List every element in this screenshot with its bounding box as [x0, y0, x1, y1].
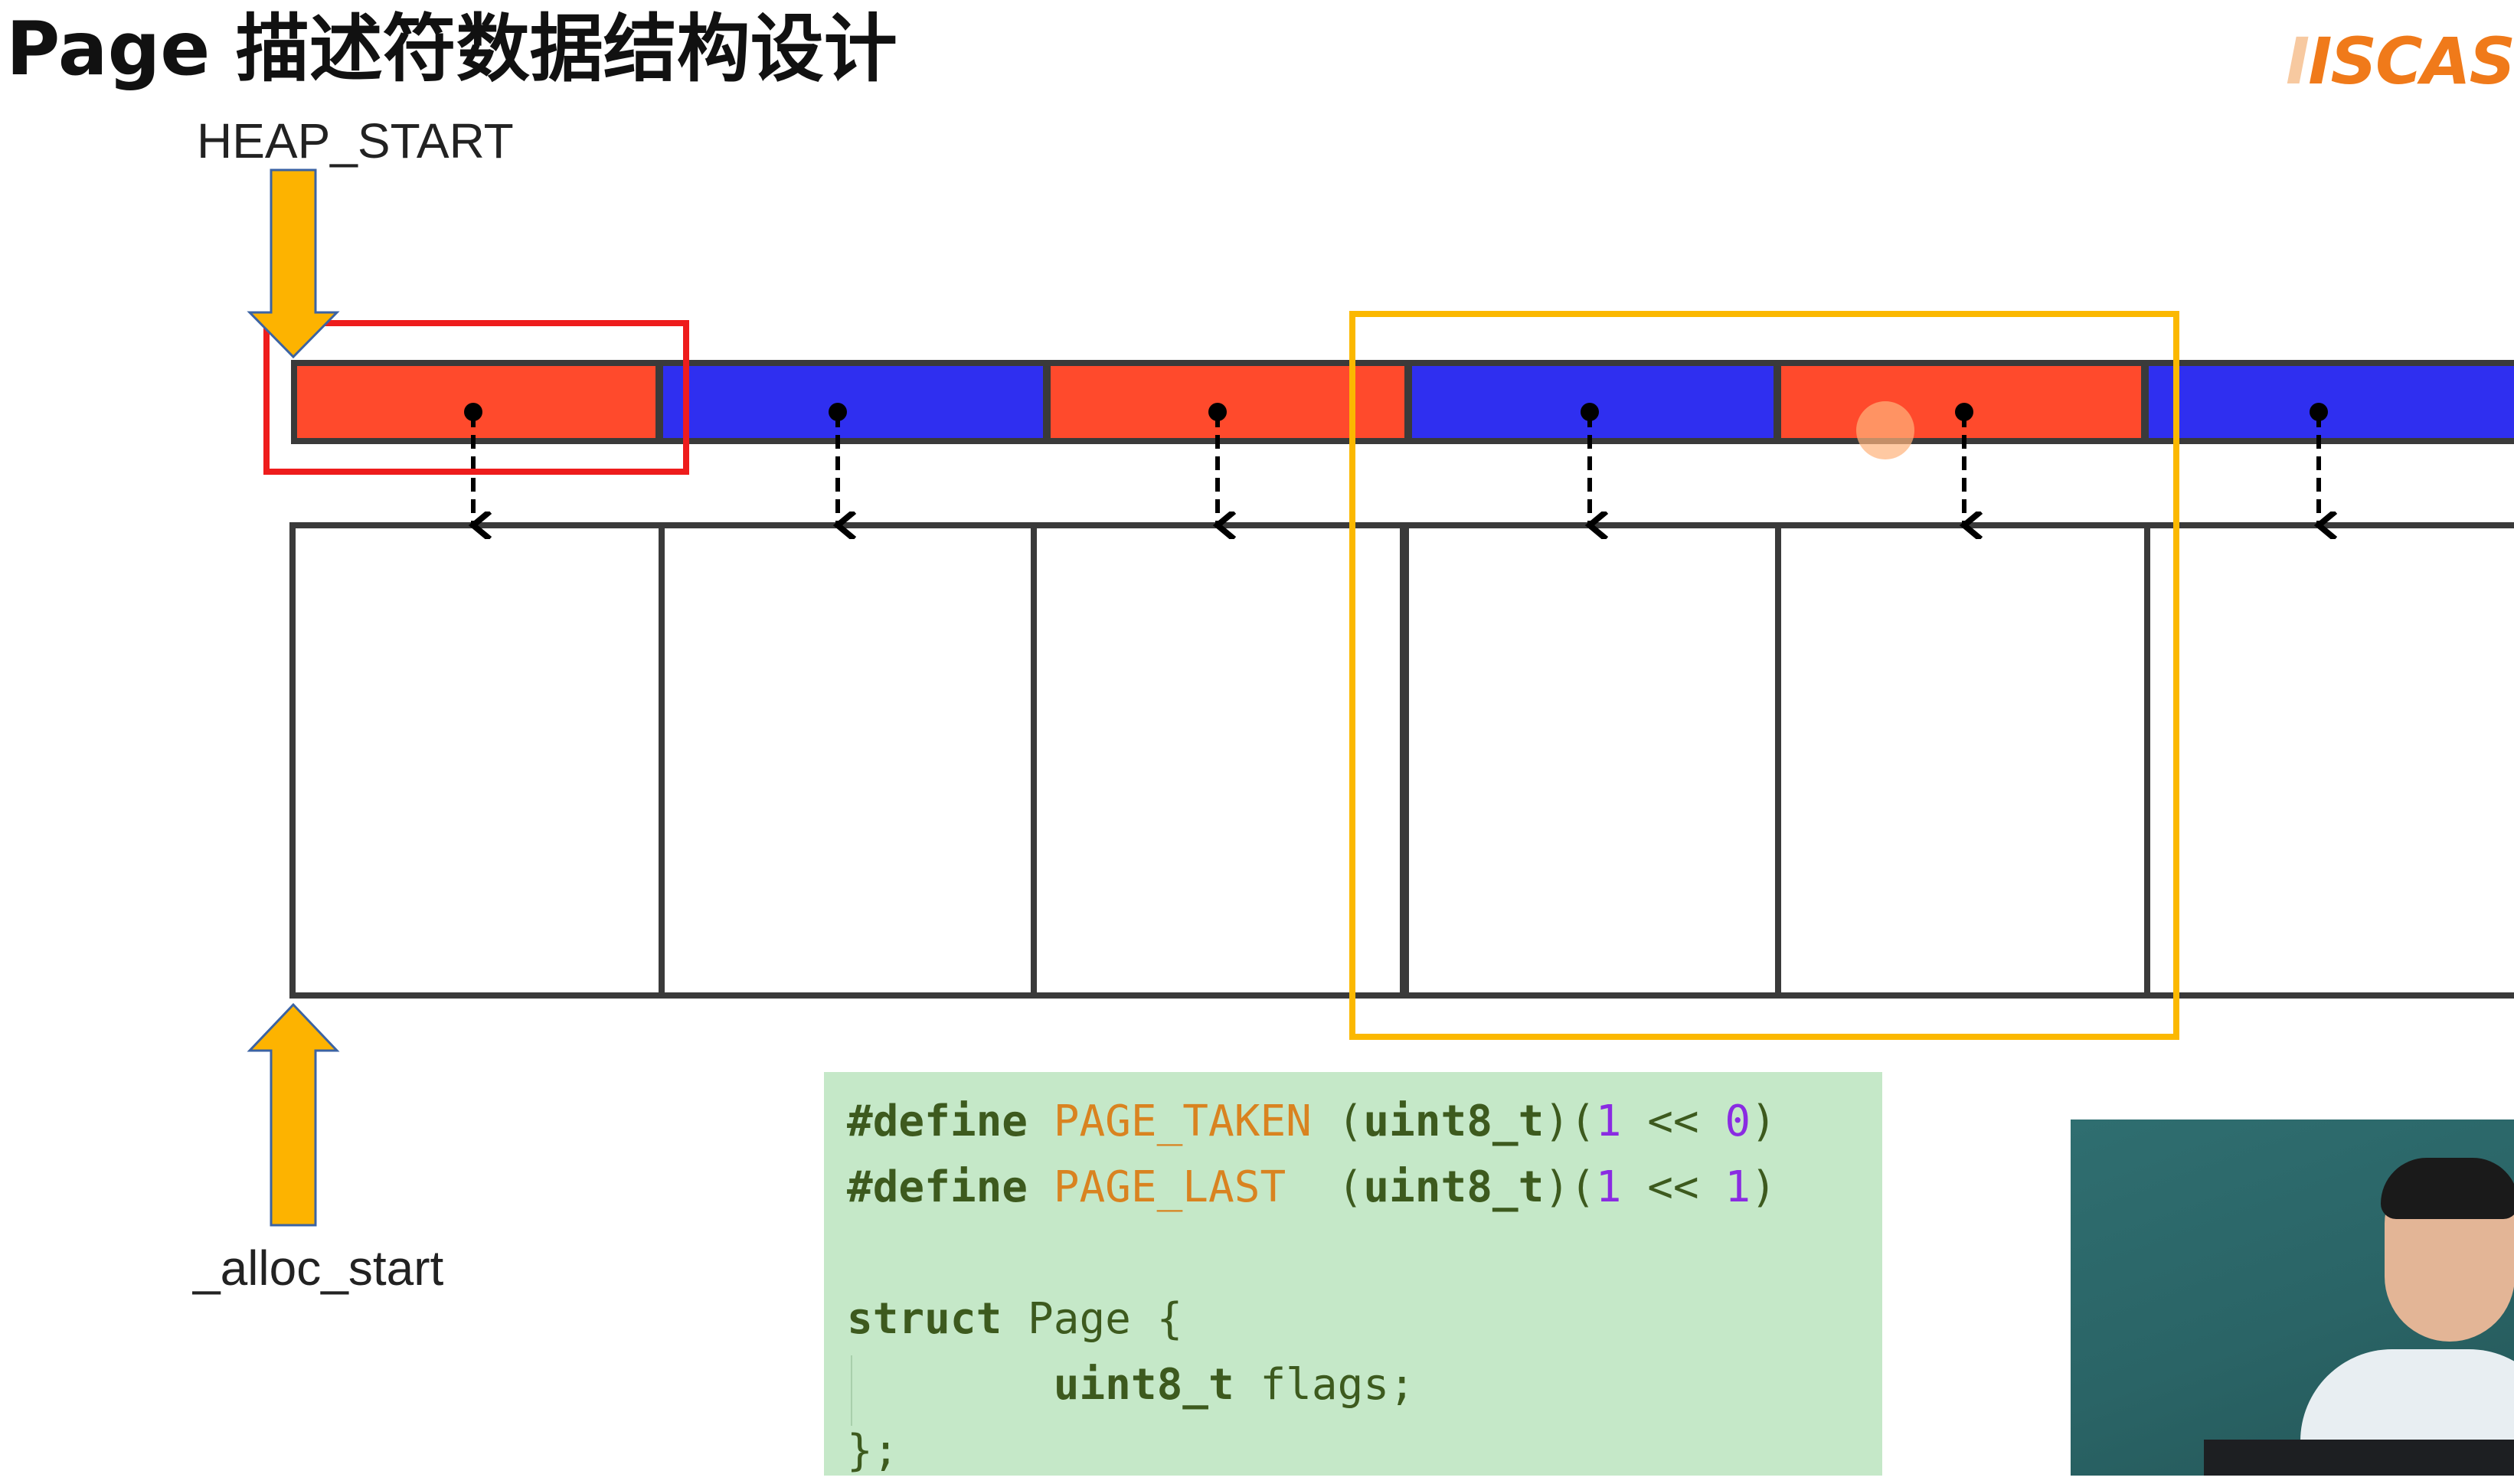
page-block-0	[289, 522, 665, 999]
page-block-5	[2144, 522, 2514, 999]
page-block-2	[1031, 522, 1407, 999]
alloc-start-label: _alloc_start	[193, 1240, 444, 1296]
descriptor-strip	[291, 360, 2514, 444]
code-line-4: struct Page {	[847, 1294, 1183, 1344]
code-indent-guide	[851, 1355, 852, 1426]
pointer-dot-5	[2310, 403, 2328, 421]
code-line-1: #define PAGE_TAKEN (uint8_t)(1 << 0)	[847, 1097, 1777, 1146]
code-line-3	[847, 1221, 1882, 1286]
heap-start-arrow	[247, 168, 340, 359]
presenter-hair	[2381, 1158, 2514, 1219]
cursor-highlight	[1856, 401, 1914, 459]
code-line-5: uint8_t flags;	[1053, 1360, 1415, 1410]
iscas-logo: IISCAS	[2286, 24, 2514, 99]
pointer-dot-4	[1955, 403, 1973, 421]
red-highlight-box	[263, 320, 689, 475]
pointer-dot-0	[464, 403, 482, 421]
descriptor-5	[2149, 366, 2514, 438]
descriptor-0	[297, 366, 655, 438]
slide-title: Page 描述符数据结构设计	[6, 6, 897, 92]
code-line-2: #define PAGE_LAST (uint8_t)(1 << 1)	[847, 1162, 1777, 1212]
yellow-highlight-box	[1349, 311, 2179, 1040]
page-block-3	[1401, 522, 1781, 999]
alloc-start-arrow	[247, 1002, 340, 1227]
page-block-4	[1775, 522, 2150, 999]
descriptor-1	[663, 366, 1043, 438]
code-line-6: };	[847, 1426, 899, 1476]
presenter-monitor	[2204, 1440, 2514, 1476]
pointer-dot-1	[829, 403, 847, 421]
page-block-1	[659, 522, 1037, 999]
heap-start-label: HEAP_START	[197, 113, 514, 168]
descriptor-3	[1412, 366, 1774, 438]
code-panel: #define PAGE_TAKEN (uint8_t)(1 << 0) #def…	[824, 1072, 1882, 1476]
pointers	[473, 413, 2319, 525]
page-blocks	[289, 522, 2514, 999]
webcam-video	[2071, 1120, 2514, 1476]
descriptor-4	[1781, 366, 2141, 438]
descriptor-2	[1051, 366, 1404, 438]
pointer-dots	[464, 403, 2328, 421]
pointer-dot-3	[1581, 403, 1599, 421]
pointer-dot-2	[1208, 403, 1227, 421]
